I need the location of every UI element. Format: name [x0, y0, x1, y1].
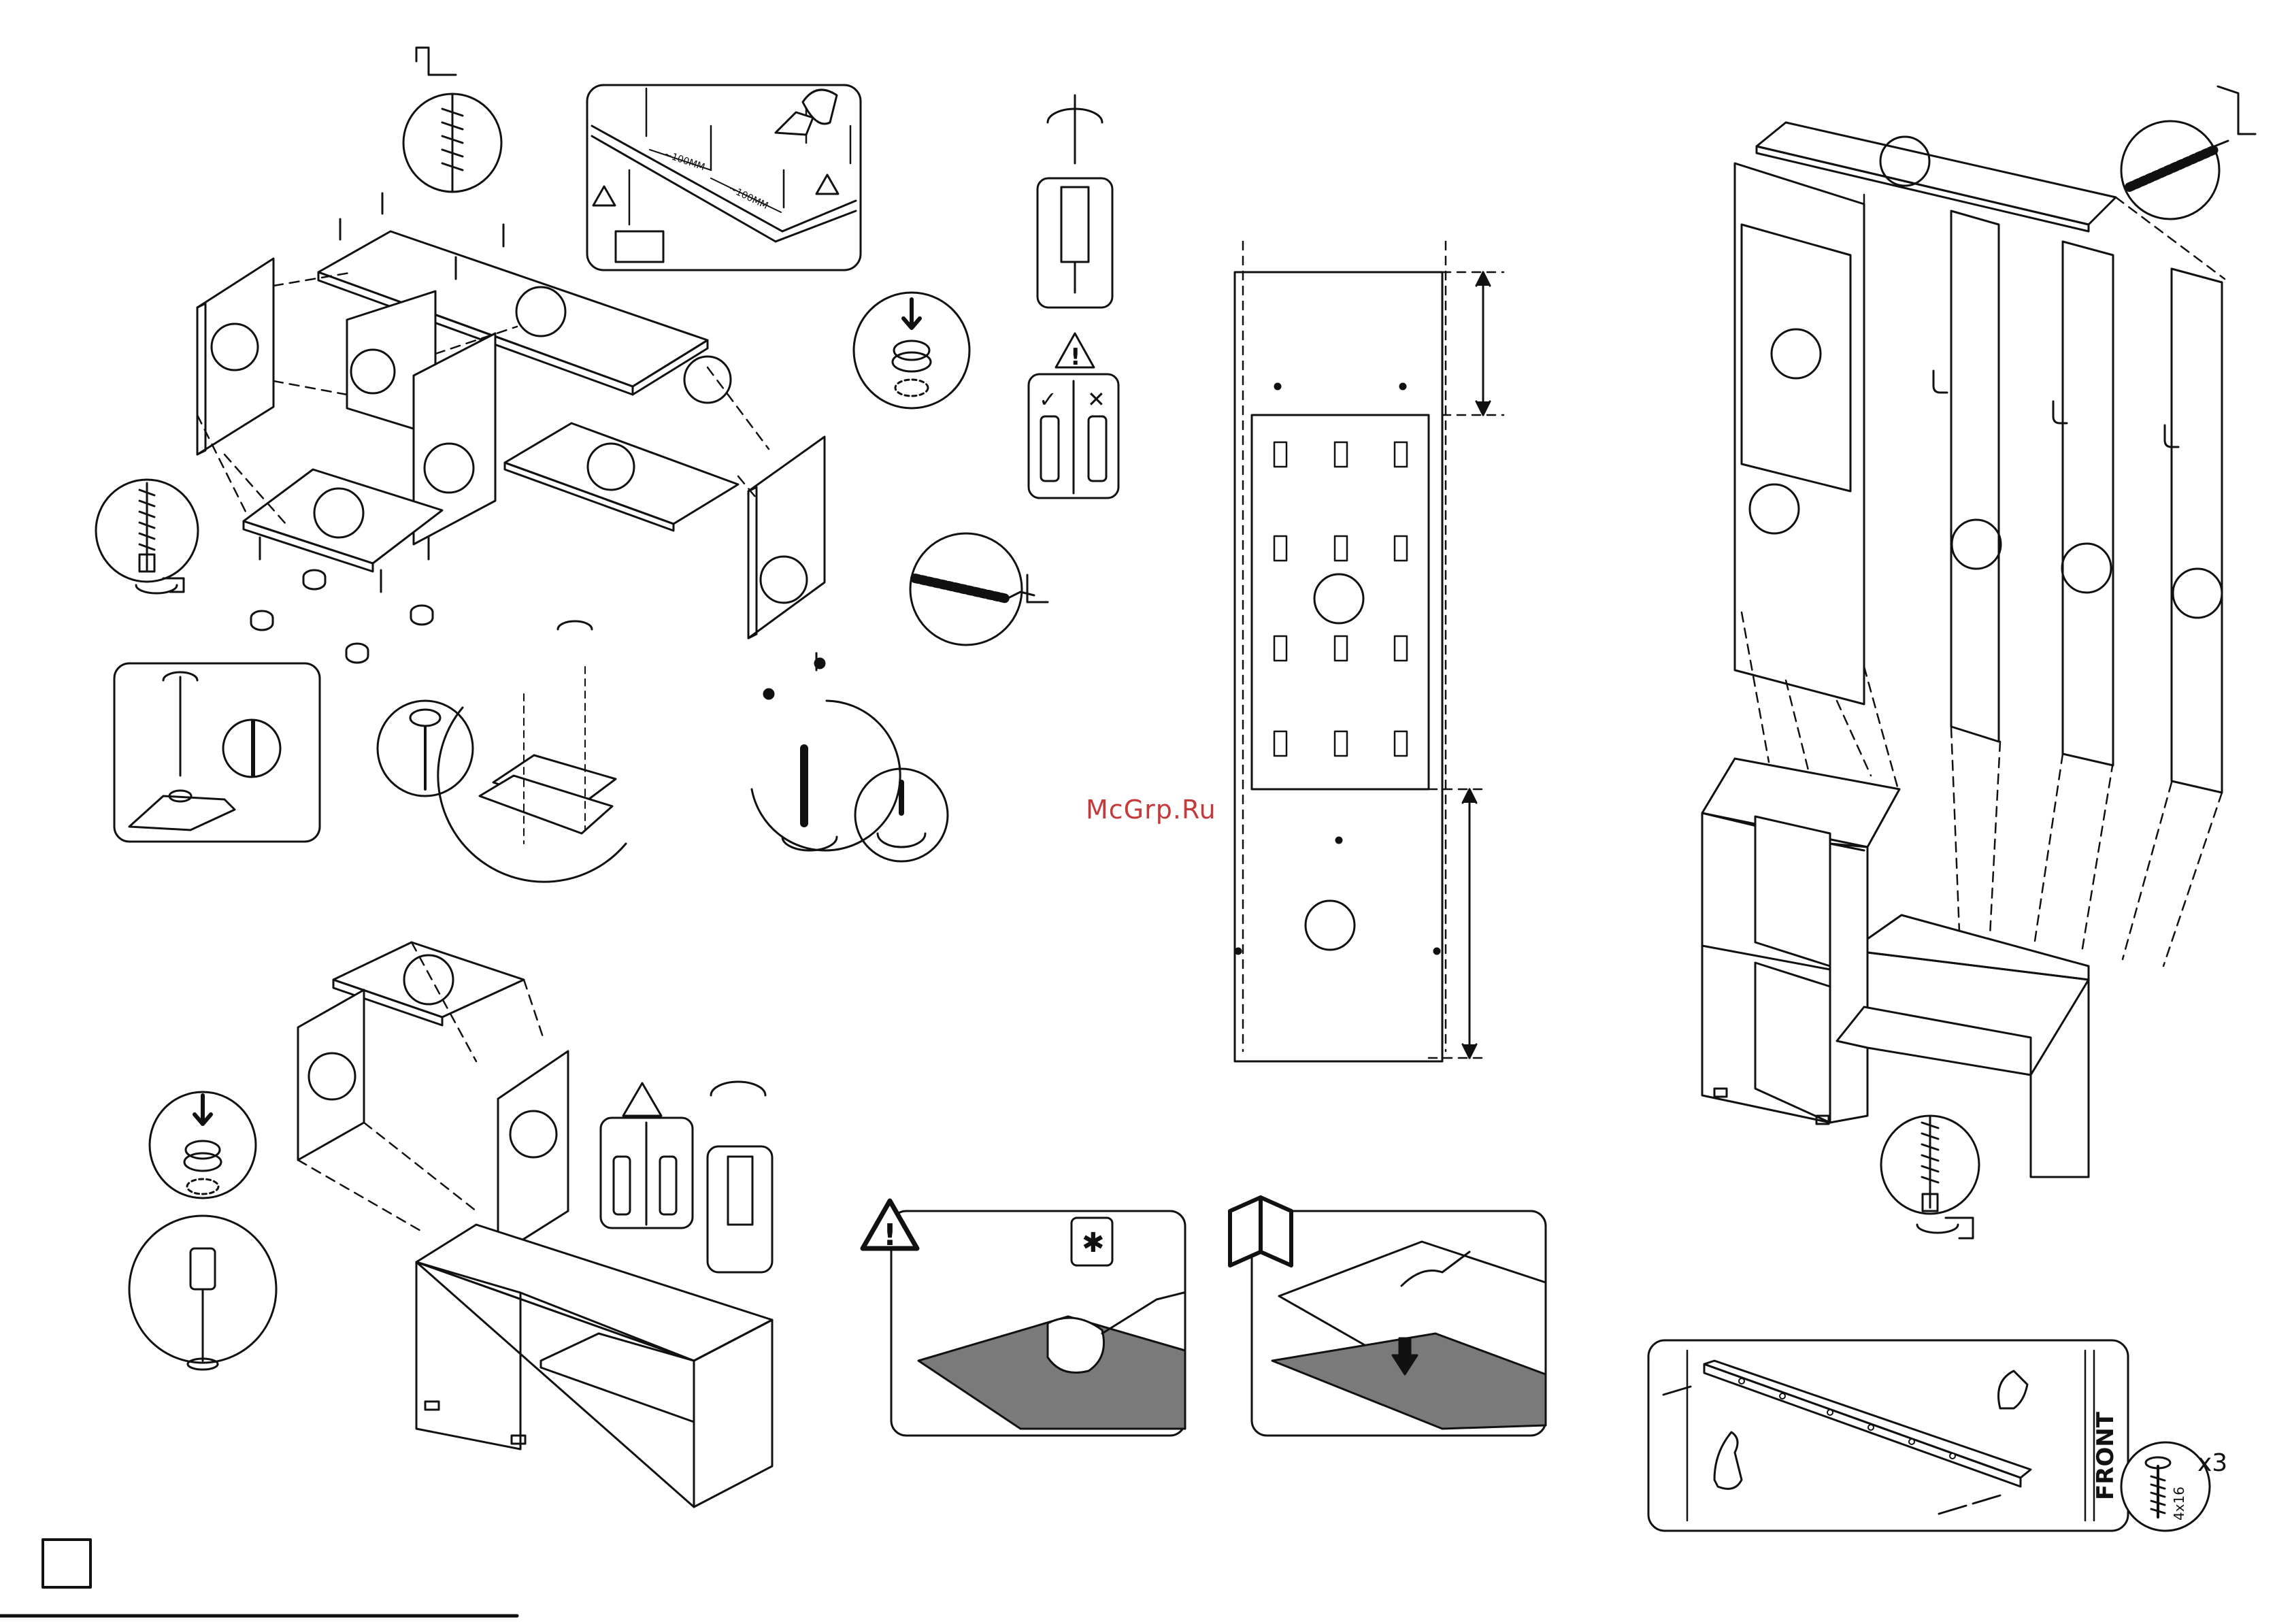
cross-mark: ✕	[1087, 386, 1106, 412]
screw-quantity-badge: 4x16 x3	[2121, 1442, 2227, 1531]
check-mark: ✓	[1039, 386, 1057, 412]
hallway-unit-assembly	[1702, 122, 2225, 1177]
hinge-detail	[378, 621, 626, 882]
rotation-arrow-icon	[711, 1082, 765, 1095]
panel-hole-template	[1235, 242, 1504, 1061]
svg-text:✱: ✱	[1082, 1227, 1105, 1259]
arrow-down-icon	[903, 299, 920, 328]
dowel-warning-panel: ! ✓ ✕	[1029, 333, 1118, 498]
dowel-warning-panel-2	[601, 1082, 772, 1272]
bench-bolt-detail	[1881, 1116, 1979, 1238]
glass-panel-install	[1230, 1197, 1546, 1436]
cleaning-panel: ✱ !	[863, 1201, 1185, 1436]
nailing-spacing-detail: ~100MM ~100MM	[587, 85, 861, 270]
corner-screw-detail	[114, 663, 320, 842]
leveling-foot-detail	[752, 659, 948, 861]
watermark: McGrp.Ru	[1086, 795, 1216, 825]
allen-key-icon	[1946, 1218, 1973, 1238]
cam-lock-detail	[854, 293, 969, 408]
allen-key-icon	[2214, 86, 2255, 146]
cam-bolt-detail	[403, 48, 501, 192]
rotation-arrow-icon	[878, 833, 925, 847]
bench-assembly-step	[298, 942, 772, 1507]
front-label: FRONT	[2092, 1411, 2119, 1500]
arrow-down-icon	[195, 1095, 211, 1124]
leveling-bolt-detail	[96, 480, 198, 593]
warning-exclamation: !	[1070, 344, 1081, 371]
dowel-insert-detail	[1037, 95, 1112, 308]
cam-screw-side-detail	[910, 533, 1048, 645]
dowel-peg-detail	[129, 1216, 276, 1370]
cleaning-bottle-icon: ✱	[1072, 1218, 1112, 1265]
allen-key-icon	[1007, 575, 1048, 602]
allen-key-icon	[416, 48, 456, 75]
rotation-arrow-icon	[558, 621, 592, 629]
rotation-arrow-icon	[1917, 1225, 1958, 1233]
mounting-rail-panel: FRONT	[1648, 1340, 2128, 1531]
wall-bolt-detail	[2121, 86, 2255, 219]
cam-lock-detail-2	[150, 1092, 256, 1198]
screw-size-label: 4x16	[2171, 1487, 2187, 1521]
warning-exclamation: !	[883, 1218, 897, 1253]
screw-quantity-label: x3	[2197, 1449, 2227, 1477]
page-number-box	[43, 1540, 90, 1587]
warning-icon	[623, 1083, 661, 1116]
